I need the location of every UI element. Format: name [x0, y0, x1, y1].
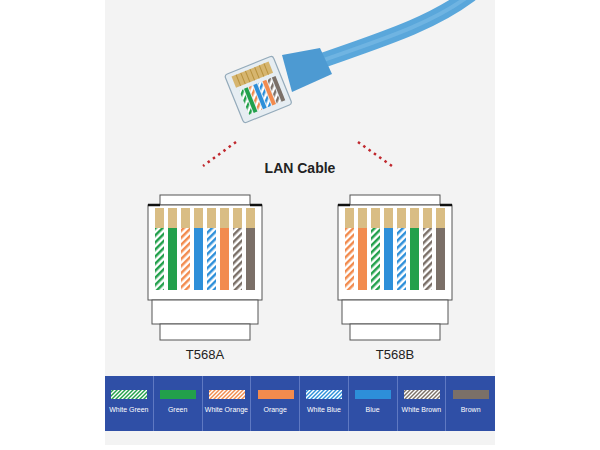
- legend-item: White Green: [105, 376, 154, 431]
- legend-item: White Blue: [300, 376, 349, 431]
- cable-title: LAN Cable: [265, 160, 336, 176]
- striped-swatch: [306, 390, 342, 399]
- legend-item: Brown: [446, 376, 495, 431]
- legend-item: Orange: [251, 376, 300, 431]
- standard-label: T568B: [376, 347, 414, 362]
- rj45-connector-a: [148, 195, 262, 340]
- legend-text: White Brown: [399, 406, 445, 414]
- color-swatch: [355, 390, 391, 399]
- legend-text: Brown: [447, 406, 494, 414]
- legend-item: Green: [154, 376, 203, 431]
- standard-label: T568A: [186, 347, 224, 362]
- pointer-dots: [358, 142, 392, 166]
- legend-item: White Orange: [203, 376, 252, 431]
- striped-swatch: [404, 390, 440, 399]
- background-panel: [105, 0, 495, 445]
- striped-swatch: [209, 390, 245, 399]
- legend-text: White Blue: [301, 406, 347, 414]
- rj45-connector-b: [338, 195, 452, 340]
- color-swatch: [160, 390, 196, 399]
- color-swatch: [258, 390, 294, 399]
- legend-item: White Brown: [398, 376, 447, 431]
- color-legend: White GreenGreenWhite OrangeOrangeWhite …: [105, 376, 495, 431]
- legend-text: Blue: [350, 406, 396, 414]
- legend-text: Green: [155, 406, 201, 414]
- color-swatch: [453, 390, 489, 399]
- legend-text: Orange: [252, 406, 298, 414]
- legend-text: White Orange: [204, 406, 250, 414]
- striped-swatch: [111, 390, 147, 399]
- lan-cable: [224, 0, 470, 123]
- legend-item: Blue: [349, 376, 398, 431]
- legend-text: White Green: [106, 406, 152, 414]
- pointer-dots: [203, 142, 236, 166]
